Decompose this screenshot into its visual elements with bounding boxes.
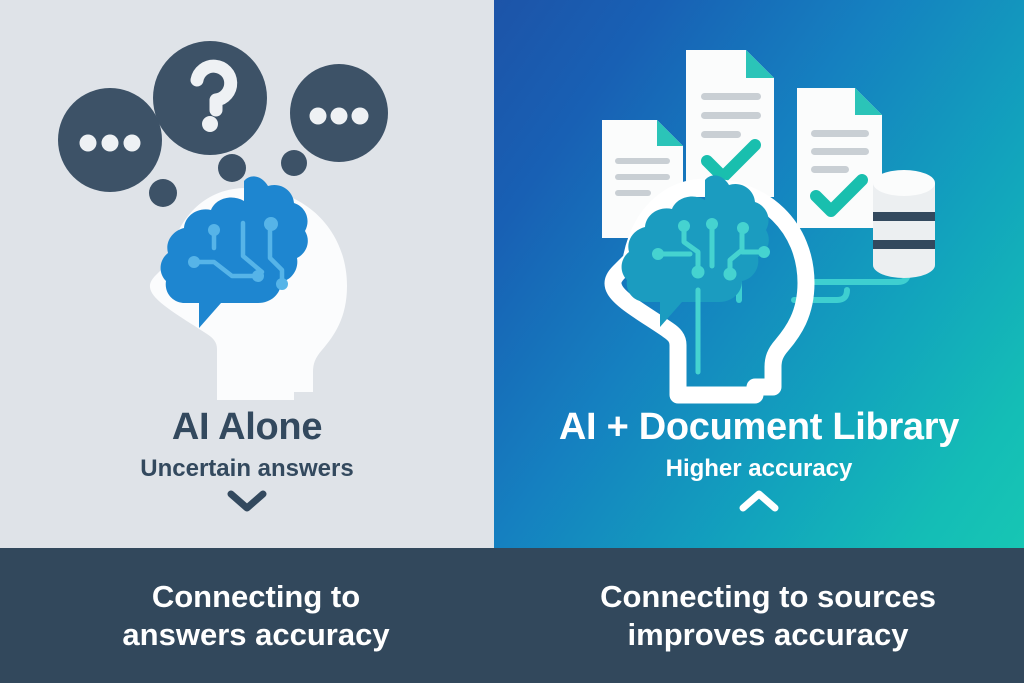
right-panel-subtitle: Higher accuracy: [665, 454, 853, 482]
panel-ai-plus-document-library: AI + Document Library Higher accuracy: [494, 0, 1024, 548]
thought-bubble-right: [281, 64, 388, 176]
brain-icon: [160, 176, 308, 328]
brain-teal-circuit-traces: [657, 223, 765, 375]
head-outline: [604, 178, 815, 404]
left-caption-block: AI Alone Uncertain answers: [0, 406, 494, 514]
bottom-left-text: Connecting to answers accuracy: [122, 578, 390, 652]
chevron-down-icon: [227, 490, 267, 512]
thought-bubble-center-question: [153, 41, 267, 182]
brain-circuit-traces: [193, 220, 285, 285]
document-1-text-lines: [615, 158, 670, 196]
right-caption-block: AI + Document Library Higher accuracy: [494, 406, 1024, 514]
left-panel-title: AI Alone: [171, 406, 323, 448]
connector-lines: [637, 212, 911, 303]
right-panel-title: AI + Document Library: [558, 406, 960, 448]
document-2-check-icon: [701, 139, 761, 183]
document-3-check-icon: [810, 174, 868, 217]
bottom-caption-right: Connecting to sources improves accuracy: [512, 548, 1024, 683]
document-3-text-lines: [811, 130, 869, 173]
bottom-caption-left: Connecting to answers accuracy: [0, 548, 512, 683]
panel-ai-alone: AI Alone Uncertain answers: [0, 0, 494, 548]
bottom-right-text: Connecting to sources improves accuracy: [600, 578, 936, 652]
brain-circuit-nodes: [188, 217, 288, 290]
database-icon: [873, 170, 935, 278]
bottom-caption-bar: Connecting to answers accuracy Connectin…: [0, 548, 1024, 683]
brain-icon-teal: [621, 175, 770, 375]
document-2: [686, 50, 774, 197]
left-panel-subtitle: Uncertain answers: [140, 454, 354, 482]
thought-bubble-left: [58, 88, 177, 207]
document-2-text-lines: [701, 93, 761, 138]
chevron-up-icon: [739, 490, 779, 512]
brain-teal-circuit-nodes: [652, 218, 770, 281]
document-1: [602, 120, 683, 238]
head-silhouette: [149, 188, 347, 400]
document-3: [797, 88, 882, 228]
